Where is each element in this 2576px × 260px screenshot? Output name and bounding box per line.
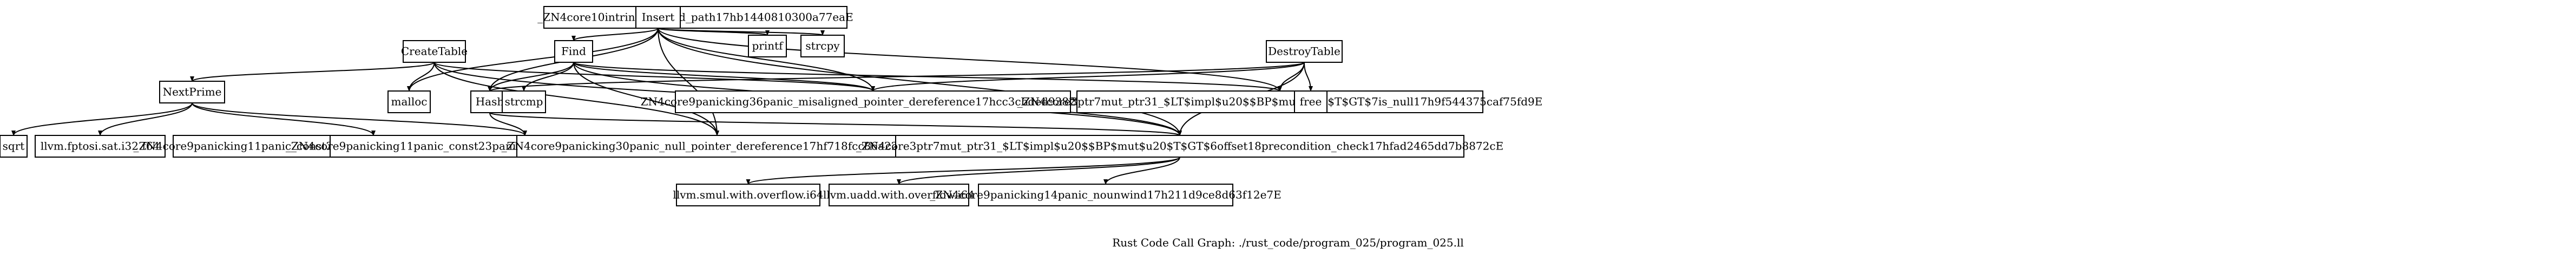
node-label: _ZN4core3ptr7mut_ptr31_$LT$impl$u20$$BP$… (1017, 95, 1543, 108)
graph-node-create: CreateTable (401, 40, 468, 63)
node-box (516, 135, 918, 158)
node-box (800, 35, 845, 57)
node-label: _ZN4core9panicking30panic_null_pointer_d… (502, 140, 933, 153)
graph-edge-find-to-nullptr (573, 62, 719, 136)
node-label: NextPrime (163, 86, 222, 99)
node-box (676, 184, 820, 206)
node-box (748, 35, 787, 57)
node-box (675, 90, 1071, 113)
graph-node-smul: llvm.smul.with.overflow.i64 (673, 184, 824, 206)
graph-edge-destroy-to-misaligned (871, 62, 1305, 92)
node-box (0, 135, 28, 158)
graph-node-offset: _ZN4core3ptr7mut_ptr31_$LT$impl$u20$$BP$… (856, 135, 1503, 158)
node-label: Find (561, 45, 586, 58)
node-box (543, 6, 847, 29)
graph-node-nullptr: _ZN4core9panicking30panic_null_pointer_d… (502, 135, 933, 158)
node-box (387, 90, 431, 113)
node-label: DestroyTable (1268, 45, 1340, 58)
node-box (159, 81, 225, 103)
graph-node-free: free (1294, 90, 1328, 113)
graph-node-intr: _ZN4core10intrinsics9cold_path17hb144081… (537, 6, 853, 29)
graph-node-find: Find (554, 40, 593, 63)
node-box (635, 6, 681, 29)
graph-edge-hash-to-offset (489, 112, 1182, 136)
graph-edge-offset-to-smul (746, 157, 1180, 185)
node-label: strcpy (805, 40, 840, 53)
node-label: llvm.fptosi.sat.i32.f64 (41, 140, 160, 153)
node-label: _ZN4core10intrinsics9cold_path17hb144081… (537, 11, 853, 24)
node-label: Insert (642, 11, 674, 24)
node-box (403, 40, 466, 63)
graph-node-misaligned: _ZN4core9panicking36panic_misaligned_poi… (635, 90, 1111, 113)
graph-edge-destroy-to-hash (488, 62, 1305, 92)
graph-edge-hash-to-remzero (489, 112, 527, 136)
node-label: free (1300, 95, 1322, 108)
node-label: strcmp (505, 95, 543, 108)
graph-node-sqrt: sqrt (0, 135, 28, 158)
graph-edge-find-to-misaligned (573, 62, 875, 92)
graph-node-printf: printf (748, 35, 787, 57)
node-label: CreateTable (401, 45, 468, 58)
node-label: printf (752, 40, 784, 53)
graph-edge-nextprime-to-removerflow (192, 102, 376, 136)
graph-edge-nextprime-to-remzero (192, 102, 527, 136)
node-label: _ZN4core9panicking36panic_misaligned_poi… (635, 95, 1111, 108)
graph-node-nextprime: NextPrime (159, 81, 225, 103)
graph-edge-insert-to-isnull (658, 28, 1282, 92)
graph-edge-create-to-malloc (407, 62, 435, 92)
graph-edge-insert-to-strcpy (658, 28, 825, 36)
graph-node-malloc: malloc (387, 90, 431, 113)
node-box (978, 184, 1233, 206)
graph-edge-destroy-to-isnull (1278, 62, 1305, 92)
node-box (1076, 90, 1483, 113)
node-label: malloc (391, 95, 428, 108)
graph-edge-find-to-hash (488, 62, 574, 92)
graph-edge-insert-to-find (571, 28, 659, 41)
graph-node-destroy: DestroyTable (1266, 40, 1343, 63)
node-box (1266, 40, 1343, 63)
node-label: Hash (476, 95, 504, 108)
node-box (35, 135, 166, 158)
node-box (502, 90, 546, 113)
node-label: sqrt (3, 140, 25, 153)
graph-node-strcmp: strcmp (502, 90, 546, 113)
node-label: llvm.smul.with.overflow.i64 (673, 188, 823, 202)
node-box (1294, 90, 1328, 113)
graph-edge-destroy-to-free (1304, 62, 1313, 92)
graph-node-fptosi: llvm.fptosi.sat.i32.f64 (35, 135, 166, 158)
graph-edge-insert-to-nullptr (658, 28, 719, 136)
node-label: _ZN4core9panicking14panic_nounwind17h211… (930, 188, 1281, 202)
graph-edge-insert-to-offset (658, 28, 1182, 136)
graph-edge-nextprime-to-fptosi (98, 102, 193, 136)
graph-node-strcpy: strcpy (800, 35, 845, 57)
nodes-layer: _ZN4core10intrinsics9cold_path17hb144081… (0, 6, 1542, 206)
graph-caption: Rust Code Call Graph: ./rust_code/progra… (1112, 236, 1464, 249)
graph-edge-nextprime-to-sqrt (11, 102, 193, 136)
graph-edge-insert-to-malloc (407, 28, 659, 92)
node-label: llvm.uadd.with.overflow.i64 (823, 188, 975, 202)
node-box (895, 135, 1464, 158)
graph-edge-create-to-misaligned (433, 62, 875, 92)
graph-node-nounwind: _ZN4core9panicking14panic_nounwind17h211… (930, 184, 1282, 206)
node-box (554, 40, 593, 63)
graph-node-insert: Insert (635, 6, 681, 29)
graph-edge-insert-to-misaligned (658, 28, 875, 92)
graph-edge-offset-to-nounwind (1103, 157, 1180, 185)
graph-node-uadd: llvm.uadd.with.overflow.i64 (823, 184, 975, 206)
graph-node-isnull: _ZN4core3ptr7mut_ptr31_$LT$impl$u20$$BP$… (1017, 90, 1543, 113)
node-box (829, 184, 969, 206)
graph-edge-create-to-nextprime (190, 62, 435, 82)
graph-edge-offset-to-uadd (897, 157, 1180, 185)
node-label: _ZN4core3ptr7mut_ptr31_$LT$impl$u20$$BP$… (856, 140, 1503, 153)
